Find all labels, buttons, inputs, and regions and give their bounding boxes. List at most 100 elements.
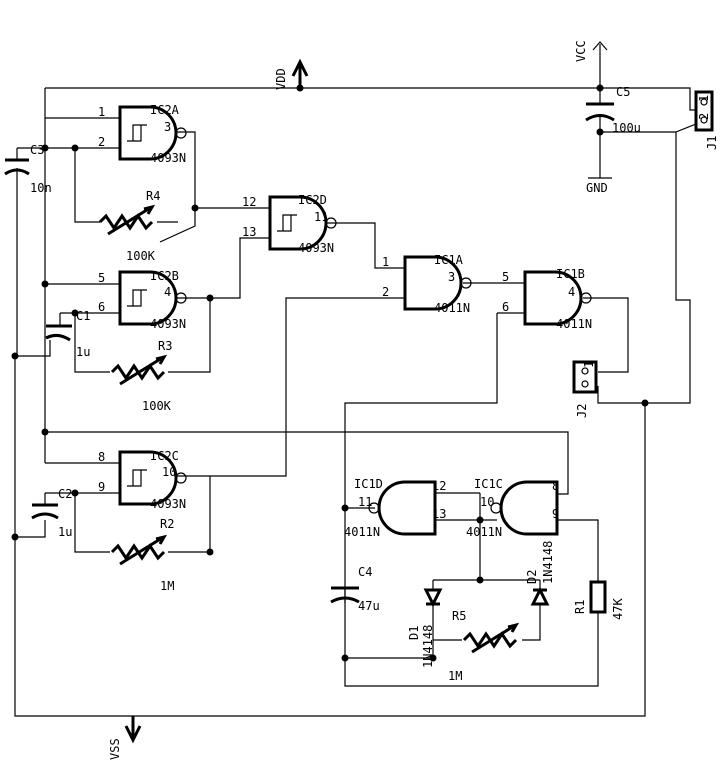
r5-name: R5	[452, 609, 466, 623]
ic1b-name: IC1B	[556, 267, 585, 281]
c2-name: C2	[58, 487, 72, 501]
j2-pin1: 1	[582, 361, 596, 368]
ic1a-pin-b: 2	[382, 285, 389, 299]
ic2a-part: 4093N	[150, 151, 186, 165]
diode-d1: D1 1N4148	[407, 588, 443, 668]
potentiometer-r2: R2 1M	[110, 517, 174, 593]
r1-name: R1	[573, 600, 587, 614]
d2-name: D2	[525, 570, 539, 584]
c5-value: 100u	[612, 121, 641, 135]
r3-name: R3	[158, 339, 172, 353]
ic1a-pin-a: 1	[382, 255, 389, 269]
vcc-label: VCC	[574, 40, 588, 62]
r3-value: 100K	[142, 399, 172, 413]
connector-j1: J1 1 2	[694, 90, 719, 150]
ic1b-part: 4011N	[556, 317, 592, 331]
ic1c-pin-b: 9	[552, 507, 559, 521]
junctions	[11, 84, 649, 662]
ic1d-pin-b: 13	[432, 507, 446, 521]
capacitor-c5: C5 100u	[585, 85, 641, 135]
vcc-symbol: VCC	[574, 40, 608, 62]
ic2d-name: IC2D	[298, 193, 327, 207]
wires	[14, 58, 697, 717]
ic2c-pin-b: 9	[98, 480, 105, 494]
ic2b-pin-out: 4	[164, 285, 171, 299]
d2-part: 1N4148	[541, 541, 555, 584]
ic1d-pin-out: 11	[358, 495, 372, 509]
ic1a-part: 4011N	[434, 301, 470, 315]
resistor-r1: R1 47K	[573, 580, 625, 620]
ic1d-pin-a: 12	[432, 479, 446, 493]
gate-ic2b: IC2B 4093N 5 6 4	[95, 269, 188, 331]
capacitor-c2: C2 1u	[31, 487, 72, 539]
ic1c-name: IC1C	[474, 477, 503, 491]
capacitor-c1: C1 1u	[45, 309, 90, 359]
ic2d-part: 4093N	[298, 241, 334, 255]
gate-ic1d: IC1D 4011N 12 13 11	[344, 477, 446, 539]
d1-name: D1	[407, 626, 421, 640]
gate-ic1a: IC1A 4011N 1 2 3	[382, 253, 473, 315]
ic2a-pin-a: 1	[98, 105, 105, 119]
c3-name: C3	[30, 143, 44, 157]
r2-value: 1M	[160, 579, 174, 593]
connector-j2: J2 1	[572, 360, 598, 418]
potentiometer-r3: R3 100K	[110, 339, 172, 413]
ic2a-pin-out: 3	[164, 120, 171, 134]
ic1a-pin-out: 3	[448, 270, 455, 284]
vss-label: VSS	[108, 738, 122, 760]
c2-value: 1u	[58, 525, 72, 539]
j1-pin1: 1	[697, 95, 711, 102]
ic2b-pin-a: 5	[98, 271, 105, 285]
vdd-symbol: VDD	[274, 58, 309, 90]
ic2b-name: IC2B	[150, 269, 179, 283]
c3-value: 10n	[30, 181, 52, 195]
ic1b-pin-b: 6	[502, 300, 509, 314]
potentiometer-r5: R5 1M	[448, 609, 520, 683]
vdd-label: VDD	[274, 68, 288, 90]
j2-name: J2	[575, 404, 589, 418]
ic2a-name: IC2A	[150, 103, 180, 117]
ic2d-pin-a: 12	[242, 195, 256, 209]
gate-ic1c: IC1C 4011N 8 9 10	[466, 477, 559, 539]
ic1d-name: IC1D	[354, 477, 383, 491]
ic2c-part: 4093N	[150, 497, 186, 511]
r4-value: 100K	[126, 249, 156, 263]
r5-value: 1M	[448, 669, 462, 683]
j1-pin2: 2	[697, 113, 711, 120]
gate-ic2c: IC2C 4093N 8 9 10	[95, 449, 188, 511]
ic1c-part: 4011N	[466, 525, 502, 539]
gate-ic2a: IC2A 4093N 1 2 3	[95, 103, 188, 165]
gnd-symbol: GND	[586, 177, 612, 195]
ic2d-pin-out: 11	[314, 210, 328, 224]
ic2c-name: IC2C	[150, 449, 179, 463]
diode-d2: D2 1N4148	[525, 541, 555, 606]
capacitor-c3: C3 10n	[4, 143, 52, 356]
ic1c-pin-out: 10	[480, 495, 494, 509]
c1-name: C1	[76, 309, 90, 323]
c4-value: 47u	[358, 599, 380, 613]
potentiometer-r4: R4 100K	[98, 189, 160, 263]
j1-name: J1	[705, 136, 719, 150]
ic2c-pin-out: 10	[162, 465, 176, 479]
ic1b-pin-out: 4	[568, 285, 575, 299]
ic1a-name: IC1A	[434, 253, 464, 267]
c5-name: C5	[616, 85, 630, 99]
ic1d-part: 4011N	[344, 525, 380, 539]
r1-value: 47K	[611, 598, 625, 620]
c1-value: 1u	[76, 345, 90, 359]
ic1c-pin-a: 8	[552, 479, 559, 493]
r4-name: R4	[146, 189, 160, 203]
ic1b-pin-a: 5	[502, 270, 509, 284]
gate-ic2d: IC2D 4093N 12 13 11	[242, 193, 338, 255]
capacitor-c4: C4 47u	[330, 565, 380, 613]
ic2b-part: 4093N	[150, 317, 186, 331]
gate-ic1b: IC1B 4011N 5 6 4	[502, 267, 593, 331]
vss-symbol: VSS	[108, 716, 142, 760]
ic2c-pin-a: 8	[98, 450, 105, 464]
c4-name: C4	[358, 565, 372, 579]
r2-name: R2	[160, 517, 174, 531]
ic2d-pin-b: 13	[242, 225, 256, 239]
ic2b-pin-b: 6	[98, 300, 105, 314]
d1-part: 1N4148	[421, 625, 435, 668]
